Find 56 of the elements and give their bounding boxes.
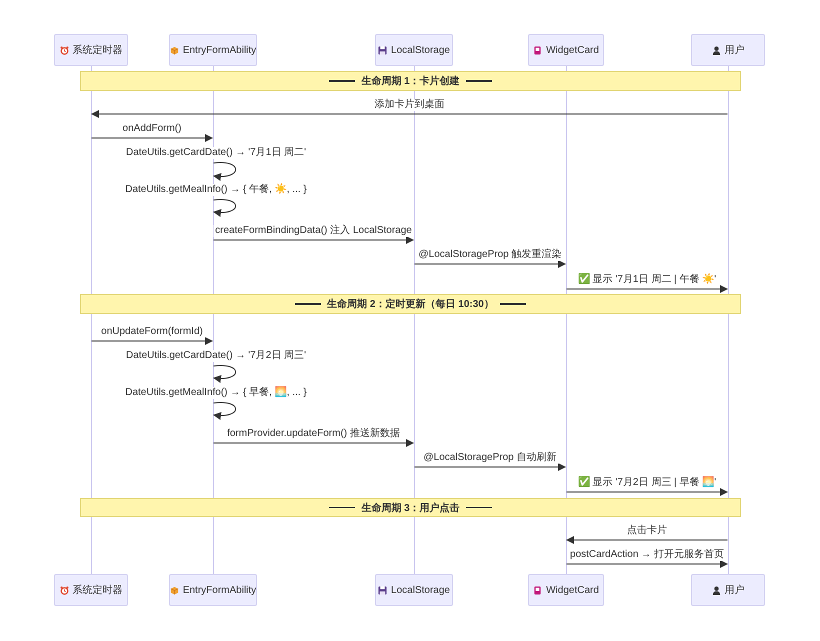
message-label: DateUtils.getMealInfo() → { 午餐, ☀, ... }: [123, 184, 309, 196]
lifecycle-band: [80, 71, 741, 91]
message-label: ✅ 显示 '7月2日 周三 | 早餐 🌅': [576, 477, 718, 489]
message-label: postCardAction → 打开元服务首页: [568, 549, 726, 561]
participant-box: [54, 574, 128, 606]
message-arrow: [414, 463, 566, 471]
message-label: createFormBindingData() 注入 LocalStorage: [213, 225, 414, 237]
participant-box: [528, 34, 604, 66]
message-arrow: [91, 110, 728, 118]
message-label: DateUtils.getCardDate() → '7月1日 周二': [124, 147, 308, 159]
message-label: DateUtils.getCardDate() → '7月2日 周三': [124, 350, 308, 362]
participant-name: LocalStorage: [391, 584, 450, 596]
message-arrow: [566, 536, 728, 544]
message-label: onUpdateForm(formId): [99, 326, 205, 338]
participant-name: LocalStorage: [391, 44, 450, 56]
participant-box: [54, 34, 128, 66]
band-title: 生命周期 2：定时更新（每日 10:30）: [327, 297, 494, 311]
participant-name: EntryFormAbility: [182, 584, 256, 596]
participant-name: WidgetCard: [546, 44, 599, 56]
participant-box: [528, 574, 604, 606]
message-label: ✅ 显示 '7月1日 周二 | 午餐 ☀': [576, 274, 718, 286]
self-message-arrow: [213, 364, 236, 383]
band-title: 生命周期 3：用户点击: [361, 501, 460, 514]
self-message-arrow: [213, 198, 236, 217]
message-arrow: [566, 560, 728, 568]
message-arrow: [91, 337, 213, 345]
message-arrow: [566, 488, 728, 496]
participant-name: WidgetCard: [546, 584, 599, 596]
self-message-arrow: [213, 402, 236, 420]
message-label: @LocalStorageProp 触发重渲染: [416, 249, 564, 261]
participant-name: 用户: [724, 584, 744, 597]
lifecycle-band: [80, 294, 741, 314]
participant-box: [375, 574, 453, 606]
message-label: DateUtils.getMealInfo() → { 早餐, 🌅, ... }: [123, 387, 309, 399]
participant-name: 系统定时器: [72, 44, 122, 57]
participant-box: [169, 34, 257, 66]
participant-box: [691, 34, 765, 66]
participant-name: EntryFormAbility: [182, 44, 256, 56]
participant-box: [375, 34, 453, 66]
lifecycle-band: [80, 498, 741, 517]
message-arrow: [91, 134, 213, 142]
participant-box: [169, 574, 257, 606]
message-arrow: [213, 236, 414, 244]
message-label: @LocalStorageProp 自动刷新: [422, 452, 558, 464]
message-label: formProvider.updateForm() 推送新数据: [225, 428, 402, 440]
participant-name: 系统定时器: [72, 584, 122, 597]
participant-box: [691, 574, 765, 606]
message-arrow: [213, 439, 414, 447]
band-title: 生命周期 1：卡片创建: [361, 74, 460, 88]
message-label: 点击卡片: [625, 525, 669, 537]
message-arrow: [566, 285, 728, 293]
message-label: onAddForm(): [120, 123, 184, 135]
message-label: 添加卡片到桌面: [372, 99, 446, 111]
participant-name: 用户: [724, 44, 744, 57]
message-arrow: [414, 260, 566, 268]
self-message-arrow: [213, 162, 236, 181]
